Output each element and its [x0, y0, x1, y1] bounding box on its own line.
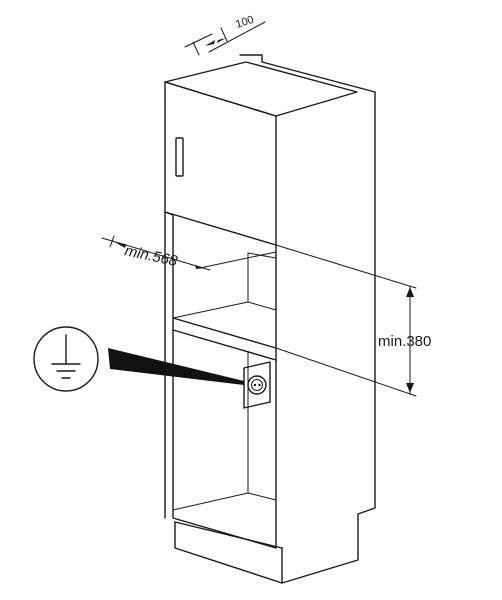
upper-cabinet-door — [164, 81, 277, 246]
power-socket-icon — [243, 361, 271, 409]
niche-shelf-back — [172, 301, 277, 319]
cabinet-top-edge — [239, 54, 376, 93]
lower-inner-floor — [247, 492, 277, 501]
oven-niche — [164, 211, 277, 361]
plinth-top-edge — [174, 521, 283, 549]
ground-icon — [33, 326, 99, 392]
pointer-wedge — [108, 348, 244, 385]
niche-left-frame — [164, 211, 277, 349]
dimension-niche-height: min.380 — [275, 244, 431, 397]
upper-cabinet — [164, 61, 358, 246]
upper-cabinet-top — [164, 61, 358, 117]
cabinet-right-side — [174, 91, 376, 584]
lower-cavity — [172, 329, 277, 549]
niche-top-inner — [247, 252, 277, 259]
niche-shelf-front — [172, 317, 277, 361]
dimension-top-depth: 100 — [184, 14, 266, 56]
door-handle — [175, 137, 184, 177]
dimension-label-niche-width: min.568 — [123, 242, 179, 270]
dimension-label-niche-height: min.380 — [378, 333, 431, 350]
lower-front-frame — [172, 329, 277, 549]
lower-inner-top — [247, 351, 277, 361]
tall-cabinet — [164, 54, 376, 584]
dimension-label-top-depth: 100 — [234, 14, 255, 31]
